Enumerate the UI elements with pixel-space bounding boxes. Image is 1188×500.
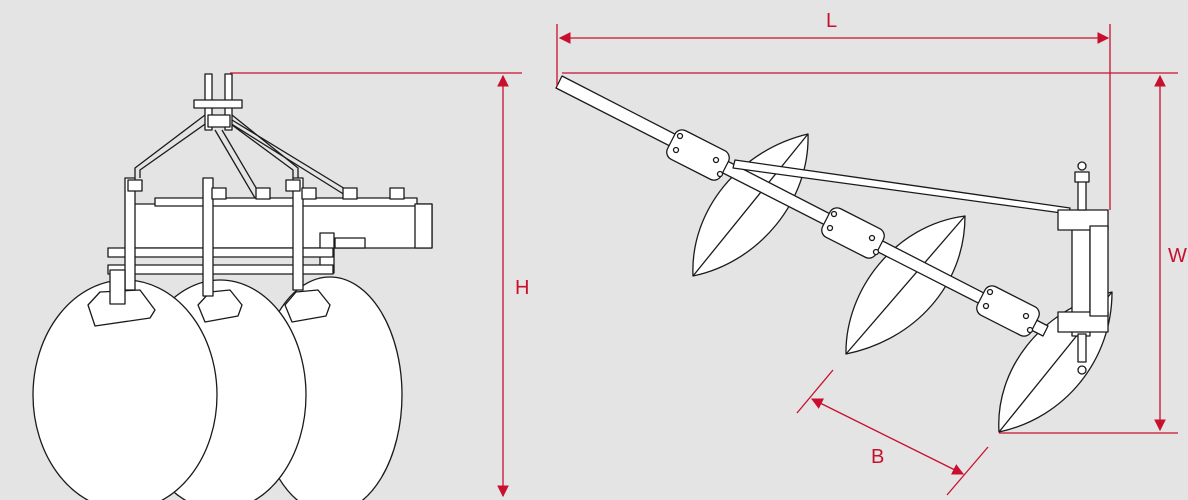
top-clamp-plate-1 <box>666 129 730 181</box>
top-disc-2 <box>845 215 966 355</box>
front-mast-diagonal <box>214 119 356 199</box>
top-headstock <box>1057 161 1109 375</box>
front-view <box>32 73 433 500</box>
length-dimension <box>556 24 1111 210</box>
front-foot-left <box>109 269 126 305</box>
front-beam-top-plate <box>154 197 418 207</box>
front-cross-bar-lower <box>107 264 334 275</box>
front-scraper-3 <box>284 289 331 323</box>
front-upright-left <box>124 177 136 291</box>
length-label: L <box>826 10 837 32</box>
front-cross-bar-upper <box>107 247 334 258</box>
front-main-beam <box>129 203 433 249</box>
top-view <box>555 75 1113 433</box>
width-dimension <box>562 72 1178 434</box>
width-label: W <box>1168 245 1187 267</box>
top-clamp-plate-3 <box>976 285 1040 337</box>
front-upright-mid <box>202 177 214 297</box>
front-scraper-1 <box>87 289 156 327</box>
top-clamp-plate-2 <box>821 207 885 259</box>
front-mast-left-arm <box>134 114 212 178</box>
top-main-beam <box>555 75 1049 337</box>
height-dimension <box>230 72 522 498</box>
front-mast-clamp <box>207 114 231 128</box>
front-side-tube <box>334 237 366 249</box>
front-mast-pin <box>193 99 243 109</box>
height-label: H <box>515 277 529 299</box>
front-beam-bolts <box>127 179 405 200</box>
spacing-label: B <box>871 446 884 468</box>
front-mast-right-arm <box>225 114 299 178</box>
spacing-dimension <box>796 369 989 496</box>
front-end-cap <box>414 203 433 249</box>
